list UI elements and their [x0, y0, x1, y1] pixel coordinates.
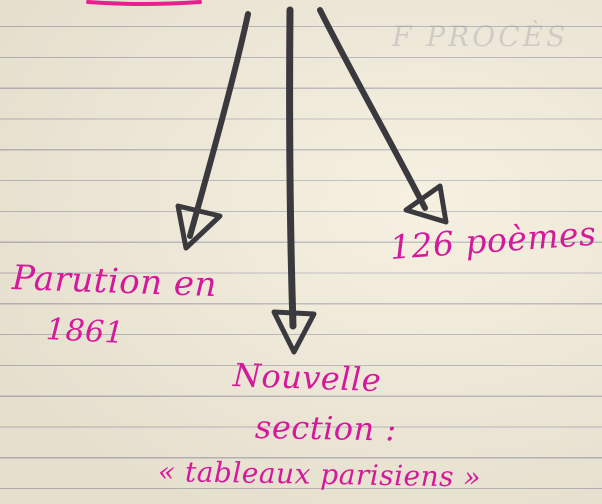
label-new-section-line1: Nouvelle — [232, 356, 382, 400]
label-new-section-line2: section : — [254, 408, 398, 449]
label-year-value: 1861 — [45, 312, 126, 352]
show-through-heading: F PROCÈS — [392, 20, 569, 53]
arrow-right — [317, 7, 449, 225]
label-publication-year: Parution en — [11, 258, 218, 306]
top-underline-stroke — [86, 0, 202, 6]
label-new-section-title: « tableaux parisiens » — [157, 455, 482, 494]
arrow-left — [175, 11, 251, 251]
arrow-center — [271, 6, 317, 355]
